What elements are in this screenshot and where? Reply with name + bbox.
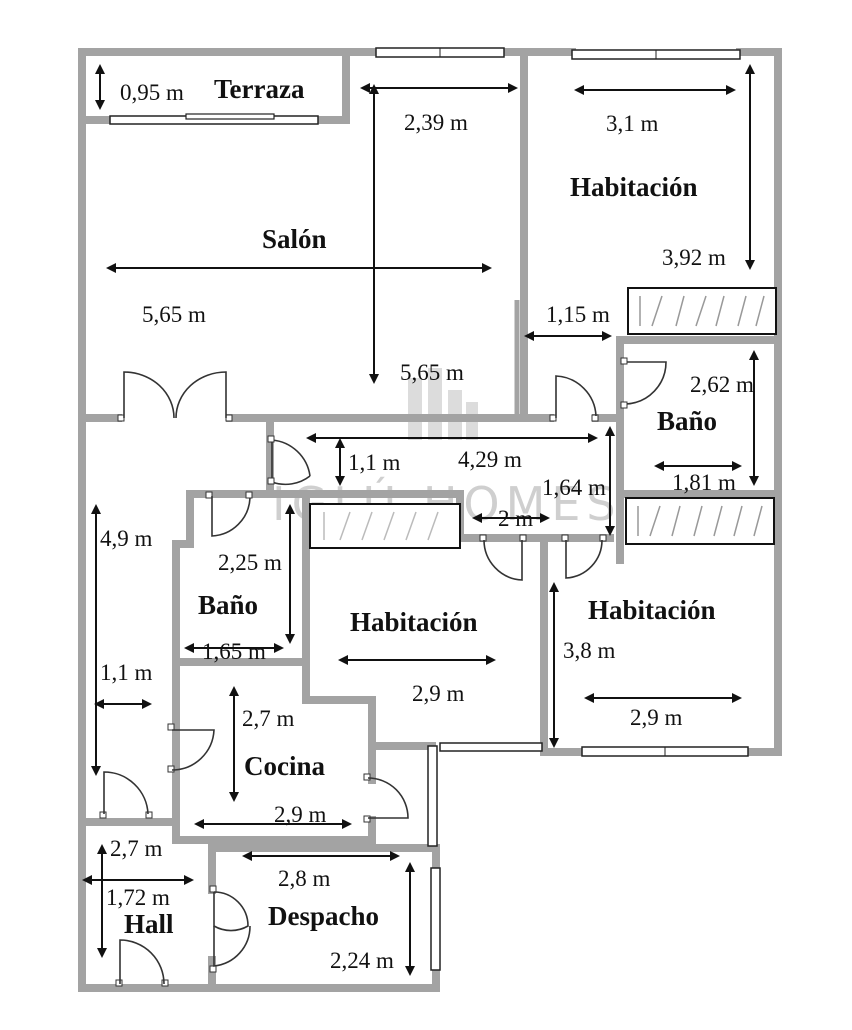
room-label-despacho: Despacho <box>268 901 379 931</box>
dim-hall-w: 1,72 m <box>106 885 170 910</box>
dim-despacho-h: 2,24 m <box>330 948 394 973</box>
dim-hall-h: 2,7 m <box>110 836 163 861</box>
dim-corridor-h: 1,1 m <box>348 450 401 475</box>
dim-hab-mid-w: 2,9 m <box>412 681 465 706</box>
room-label-salon: Salón <box>262 224 327 254</box>
door-cocina-right <box>363 773 409 823</box>
dim-bano-left-w: 1,65 m <box>202 639 266 664</box>
door-bano-left <box>205 491 253 537</box>
dim-bano-right-w: 1,81 m <box>672 470 736 495</box>
dim-left-corridor-w: 1,1 m <box>100 660 153 685</box>
dim-cocina-w: 2,9 m <box>274 802 327 827</box>
dim-hab-right-w: 2,9 m <box>630 705 683 730</box>
windows <box>109 47 749 971</box>
room-label-habitacion-top: Habitación <box>570 172 698 202</box>
dim-hab-top-w: 3,1 m <box>606 111 659 136</box>
dim-salon-w: 5,65 m <box>142 302 206 327</box>
door-hab-right <box>561 534 607 579</box>
dim-despacho-w: 2,8 m <box>278 866 331 891</box>
wardrobe-hab-right <box>625 497 775 545</box>
room-label-hall: Hall <box>124 909 174 939</box>
dim-bano-left-h: 2,25 m <box>218 550 282 575</box>
dim-cocina-h: 2,7 m <box>242 706 295 731</box>
door-bano-right <box>620 357 667 409</box>
room-labels: Terraza Salón Habitación Baño Baño Habit… <box>124 74 717 939</box>
dim-salon-h: 5,65 m <box>400 360 464 385</box>
room-label-habitacion-mid: Habitación <box>350 607 478 637</box>
door-left-corridor <box>99 771 153 819</box>
window-hab-mid <box>439 742 543 752</box>
dimension-arrows <box>82 64 759 976</box>
doors <box>99 357 667 987</box>
dimension-labels: 0,95 m 2,39 m 3,1 m 3,92 m 5,65 m 5,65 m… <box>100 80 754 973</box>
room-label-habitacion-right: Habitación <box>588 595 716 625</box>
door-hall <box>115 939 169 987</box>
wardrobe-hab-top <box>627 287 777 335</box>
dim-hab-right-h: 3,8 m <box>563 638 616 663</box>
wardrobe-corridor <box>309 503 461 549</box>
dim-corridor-side: 1,64 m <box>542 475 606 500</box>
door-despacho <box>209 885 251 973</box>
door-cocina-left <box>167 723 215 773</box>
dim-terraza-w: 2,39 m <box>404 110 468 135</box>
dim-bano-right-h: 2,62 m <box>690 372 754 397</box>
dim-terraza-h: 0,95 m <box>120 80 184 105</box>
door-hab-top <box>549 375 599 422</box>
dim-pasillo-small: 1,15 m <box>546 302 610 327</box>
wardrobes <box>309 287 777 549</box>
door-salon <box>117 371 233 422</box>
room-label-cocina: Cocina <box>244 751 326 781</box>
room-label-bano-left: Baño <box>198 590 258 620</box>
dim-hab-top-h: 3,92 m <box>662 245 726 270</box>
dim-corridor-w: 4,29 m <box>458 447 522 472</box>
window-cocina <box>427 745 438 847</box>
room-label-bano-right: Baño <box>657 406 717 436</box>
dim-closet-w: 2 m <box>498 506 533 531</box>
window-despacho <box>430 867 441 971</box>
room-label-terraza: Terraza <box>214 74 305 104</box>
door-corridor-left <box>267 435 311 486</box>
door-hab-mid <box>479 534 527 581</box>
dim-left-corridor-h: 4,9 m <box>100 526 153 551</box>
